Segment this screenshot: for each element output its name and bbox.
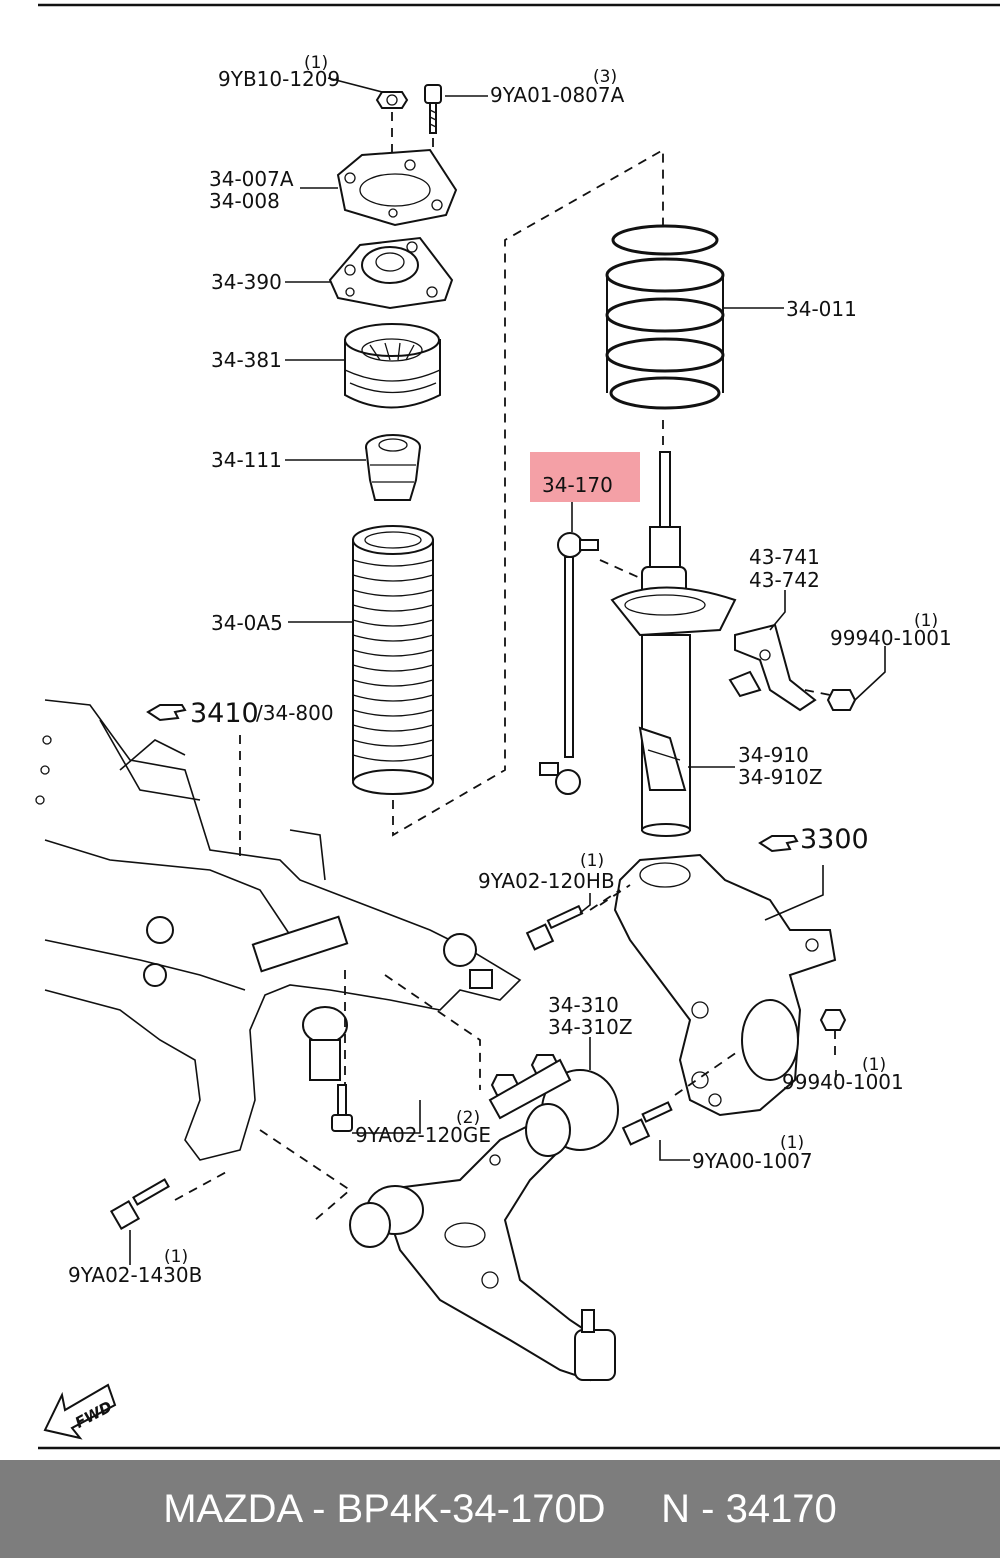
label-strut-b: 34-910Z	[738, 765, 823, 789]
label-ref-crossmember[interactable]: 3410	[190, 698, 259, 729]
label-rear-bolt: 9YA02-1430B	[68, 1263, 202, 1287]
label-bolt-top: 9YA01-0807A	[490, 83, 625, 107]
label-knuckle-bolt2-qty: (1)	[780, 1133, 804, 1153]
label-boot: 34-0A5	[211, 611, 283, 635]
label-bracket-nut: 99940-1001	[830, 626, 952, 650]
dust-boot	[352, 525, 434, 795]
strut-bearing	[344, 323, 441, 409]
label-mount: 34-390	[211, 270, 282, 294]
strut-mount	[328, 236, 454, 310]
label-arm-b: 34-310Z	[548, 1015, 633, 1039]
label-arm-bolt: 9YA02-120GE	[355, 1123, 491, 1147]
knuckle-pinch-bolt	[621, 1101, 673, 1146]
stabilizer-bar	[119, 739, 326, 881]
label-bracket-nut-qty: (1)	[914, 611, 938, 631]
label-arm-a: 34-310	[548, 993, 619, 1017]
lower-control-arm	[349, 1069, 619, 1382]
label-bracket-b: 43-742	[749, 568, 820, 592]
leader-lines	[129, 77, 886, 1265]
label-strut-a: 34-910	[738, 743, 809, 767]
label-ref-crossmember-sub: /34-800	[256, 701, 334, 725]
balljoint-nut	[819, 1009, 847, 1031]
label-plate-a: 34-007A	[209, 167, 294, 191]
part-number-caption: MAZDA - BP4K-34-170D N - 34170	[163, 1486, 837, 1531]
label-nut-top-qty: (1)	[304, 53, 328, 73]
label-stabilizer-link: 34-170	[542, 473, 613, 497]
label-knuckle-bolt2: 9YA00-1007	[692, 1149, 813, 1173]
top-bolt	[424, 84, 442, 134]
label-balljoint-nut-qty: (1)	[862, 1055, 886, 1075]
label-balljoint-nut: 99940-1001	[782, 1070, 904, 1094]
fwd-arrow-icon: FWD	[43, 1383, 117, 1440]
bracket-nut	[826, 689, 857, 711]
coil-spring	[605, 224, 725, 410]
label-arm-bolt-qty: (2)	[456, 1108, 480, 1128]
mounting-plate	[336, 148, 458, 227]
top-nut	[375, 91, 409, 109]
label-spring: 34-011	[786, 297, 857, 321]
label-bearing: 34-381	[211, 348, 282, 372]
pointing-hand-icon	[758, 835, 799, 853]
label-knuckle-bolt-qty: (1)	[580, 851, 604, 871]
stabilizer-link	[539, 512, 599, 795]
arm-bolt	[331, 1084, 353, 1132]
highlight-box	[530, 452, 640, 502]
label-ref-knuckle[interactable]: 3300	[800, 824, 869, 855]
rear-bolt	[109, 1178, 170, 1231]
knuckle-bolt	[525, 904, 584, 951]
brake-hose-bracket	[728, 623, 817, 712]
suspension-parts-diagram: (1) 9YB10-1209 (3) 9YA01-0807A 34-007A 3…	[35, 3, 1000, 1450]
label-knuckle-bolt: 9YA02-120HB	[478, 869, 615, 893]
shock-strut	[610, 451, 737, 837]
label-nut-top: 9YB10-1209	[218, 67, 340, 91]
crossmember	[35, 699, 522, 1161]
footer-bar: MAZDA - BP4K-34-170D N - 34170	[0, 1460, 1000, 1558]
bump-stop	[365, 434, 421, 501]
label-plate-b: 34-008	[209, 189, 280, 213]
label-bolt-top-qty: (3)	[593, 67, 617, 87]
label-rear-bolt-qty: (1)	[164, 1247, 188, 1267]
arm-nuts	[488, 1054, 572, 1120]
pointing-hand-icon	[146, 704, 187, 722]
label-bumper: 34-111	[211, 448, 282, 472]
steering-knuckle	[613, 853, 837, 1117]
label-bracket-a: 43-741	[749, 545, 820, 569]
